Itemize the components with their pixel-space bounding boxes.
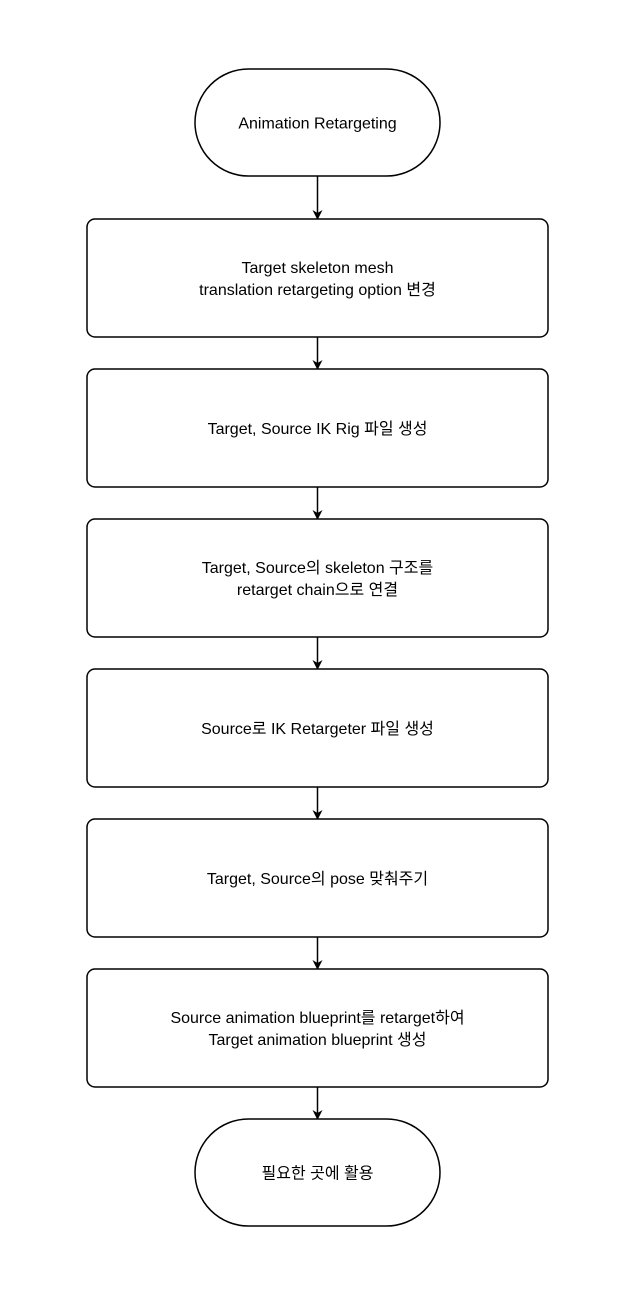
node-label: retarget chain으로 연결 xyxy=(237,581,398,599)
node-label: Target, Source의 skeleton 구조를 xyxy=(202,559,433,577)
node-label: Target skeleton mesh xyxy=(241,260,393,277)
flow-node-step5: Target, Source의 pose 맞춰주기 xyxy=(86,818,549,938)
process-box xyxy=(86,218,549,338)
process-box xyxy=(86,668,549,788)
flow-node-step3: Target, Source의 skeleton 구조를 retarget cha… xyxy=(86,518,549,638)
flow-node-step2: Target, Source IK Rig 파일 생성 xyxy=(86,368,549,488)
process-box xyxy=(86,968,549,1088)
flow-node-step6: Source animation blueprint를 retarget하여 Ta… xyxy=(86,968,549,1088)
flow-node-start: Animation Retargeting xyxy=(194,68,441,177)
flow-node-end: 필요한 곳에 활용 xyxy=(194,1118,441,1227)
process-box xyxy=(86,818,549,938)
flow-node-step4: Source로 IK Retargeter 파일 생성 xyxy=(86,668,549,788)
process-box xyxy=(86,368,549,488)
node-label: Target, Source의 pose 맞춰주기 xyxy=(207,870,428,888)
node-label: 필요한 곳에 활용 xyxy=(262,1165,374,1183)
flow-node-step1: Target skeleton mesh translation retarget… xyxy=(86,218,549,338)
node-label: Animation Retargeting xyxy=(238,116,396,133)
process-box xyxy=(86,518,549,638)
node-label: translation retargeting option 변경 xyxy=(199,281,436,299)
node-label: Target, Source IK Rig 파일 생성 xyxy=(208,420,428,438)
terminal-shape xyxy=(194,1118,441,1227)
terminal-shape xyxy=(194,68,441,177)
node-label: Source로 IK Retargeter 파일 생성 xyxy=(201,720,434,738)
node-label: Source animation blueprint를 retarget하여 xyxy=(170,1009,464,1027)
node-label: Target animation blueprint 생성 xyxy=(209,1031,427,1049)
